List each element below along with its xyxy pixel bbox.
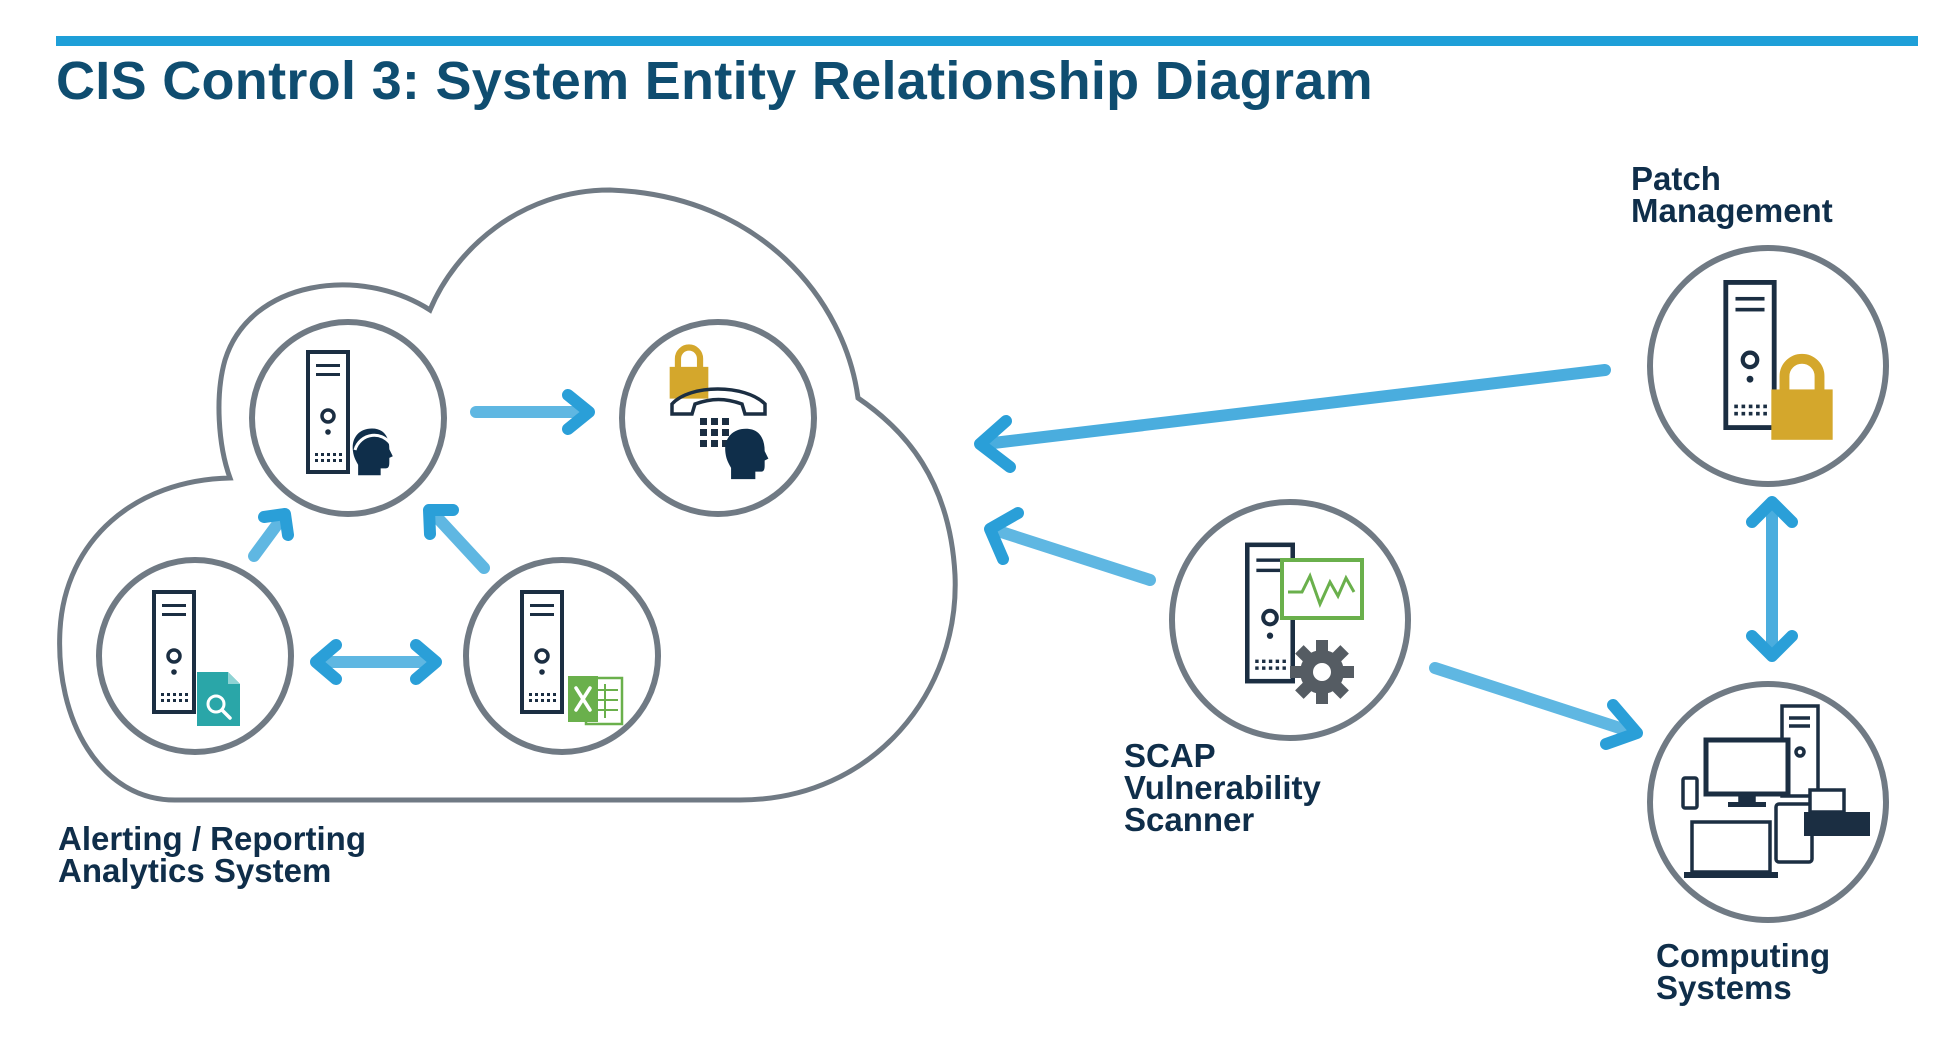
document-search-icon <box>197 672 240 726</box>
scap-scanner-label: SCAP Vulnerability Scanner <box>1124 737 1321 838</box>
cloud-boundary <box>57 187 958 803</box>
header-rule <box>56 36 1918 46</box>
arrow-docsearch-to-helpdesk <box>248 512 288 562</box>
scap-scanner-node <box>1169 499 1411 741</box>
arrow-scanner-to-computing <box>1429 662 1638 738</box>
arrow-scanner-to-cloud <box>989 524 1156 586</box>
patch-management-node <box>1647 245 1889 487</box>
analytics-system-label: Alerting / Reporting Analytics System <box>58 820 366 889</box>
excel-icon <box>568 676 624 726</box>
gear-icon <box>1290 640 1354 704</box>
arrow-patch-to-cloud-head <box>974 415 1016 473</box>
arrows <box>248 364 1798 750</box>
page-title: CIS Control 3: System Entity Relationshi… <box>56 51 1373 111</box>
helpdesk-server-node <box>249 319 447 517</box>
arrow-scanner-to-cloud-head <box>984 507 1024 565</box>
computing-systems-label: Computing Systems <box>1656 937 1831 1006</box>
arrow-helpdesk-to-phone-head <box>562 389 595 435</box>
patch-management-label: Patch Management <box>1631 160 1833 229</box>
arrow-spreadsheet-to-helpdesk <box>428 508 490 574</box>
arrow-patch-to-cloud <box>979 364 1611 450</box>
document-search-node <box>96 557 294 755</box>
arrow-docsearch-to-helpdesk-head <box>258 508 294 541</box>
arrow-spreadsheet-to-helpdesk-head <box>423 504 459 540</box>
locked-phone-node <box>619 319 817 517</box>
spreadsheet-node <box>463 557 661 755</box>
phone-icon <box>670 387 767 416</box>
monitor-icon <box>1280 558 1364 620</box>
arrow-scanner-to-computing-head <box>1600 699 1643 750</box>
keypad-icon <box>700 418 729 447</box>
devices-icon <box>1681 704 1870 878</box>
computing-systems-node <box>1647 681 1889 923</box>
